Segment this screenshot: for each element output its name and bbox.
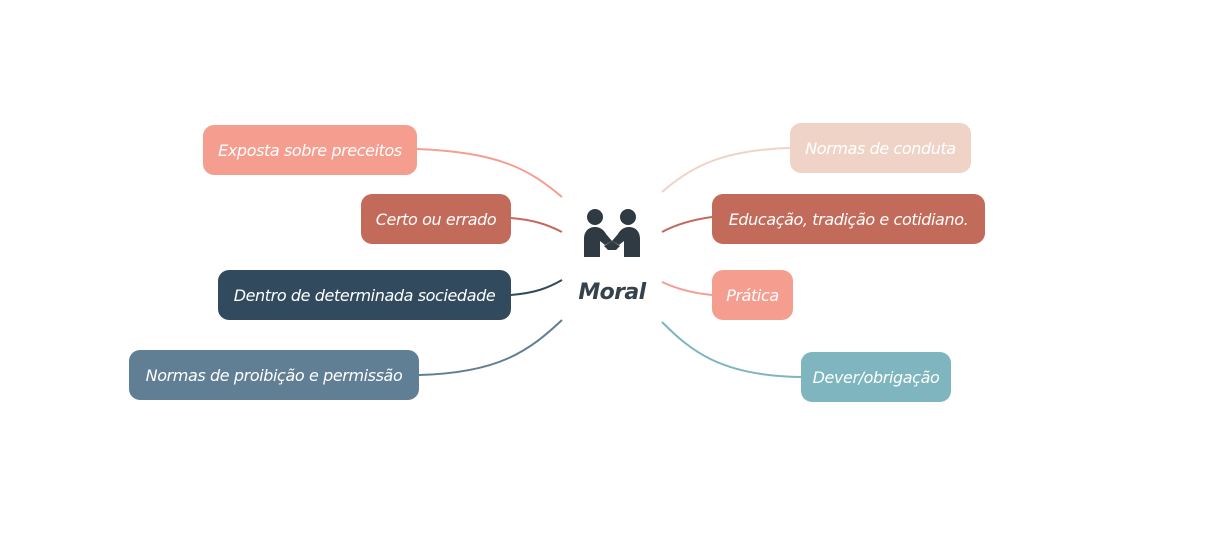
link-pratica bbox=[661, 281, 713, 296]
handshake-icon[interactable] bbox=[580, 205, 644, 261]
link-dever bbox=[661, 321, 802, 378]
link-certo bbox=[510, 217, 563, 233]
topic-educacao-tradicao-e-cotidiano[interactable]: Educação, tradição e cotidiano. bbox=[712, 194, 985, 244]
link-educacao bbox=[661, 216, 713, 233]
link-dentro bbox=[510, 279, 563, 296]
link-normas-proibicao bbox=[418, 319, 563, 376]
topic-dentro-de-determinada-sociedade[interactable]: Dentro de determinada sociedade bbox=[218, 270, 511, 320]
topic-normas-de-conduta[interactable]: Normas de conduta bbox=[790, 123, 971, 173]
topic-pratica[interactable]: Prática bbox=[712, 270, 793, 320]
central-topic-label[interactable]: Moral bbox=[578, 280, 646, 305]
link-normas-conduta bbox=[661, 147, 791, 193]
topic-exposta-sobre-preceitos[interactable]: Exposta sobre preceitos bbox=[203, 125, 417, 175]
link-exposta bbox=[416, 148, 563, 198]
topic-certo-ou-errado[interactable]: Certo ou errado bbox=[361, 194, 511, 244]
topic-normas-de-proibicao-e-permissao[interactable]: Normas de proibição e permissão bbox=[129, 350, 419, 400]
topic-dever-obrigacao[interactable]: Dever/obrigação bbox=[801, 352, 951, 402]
